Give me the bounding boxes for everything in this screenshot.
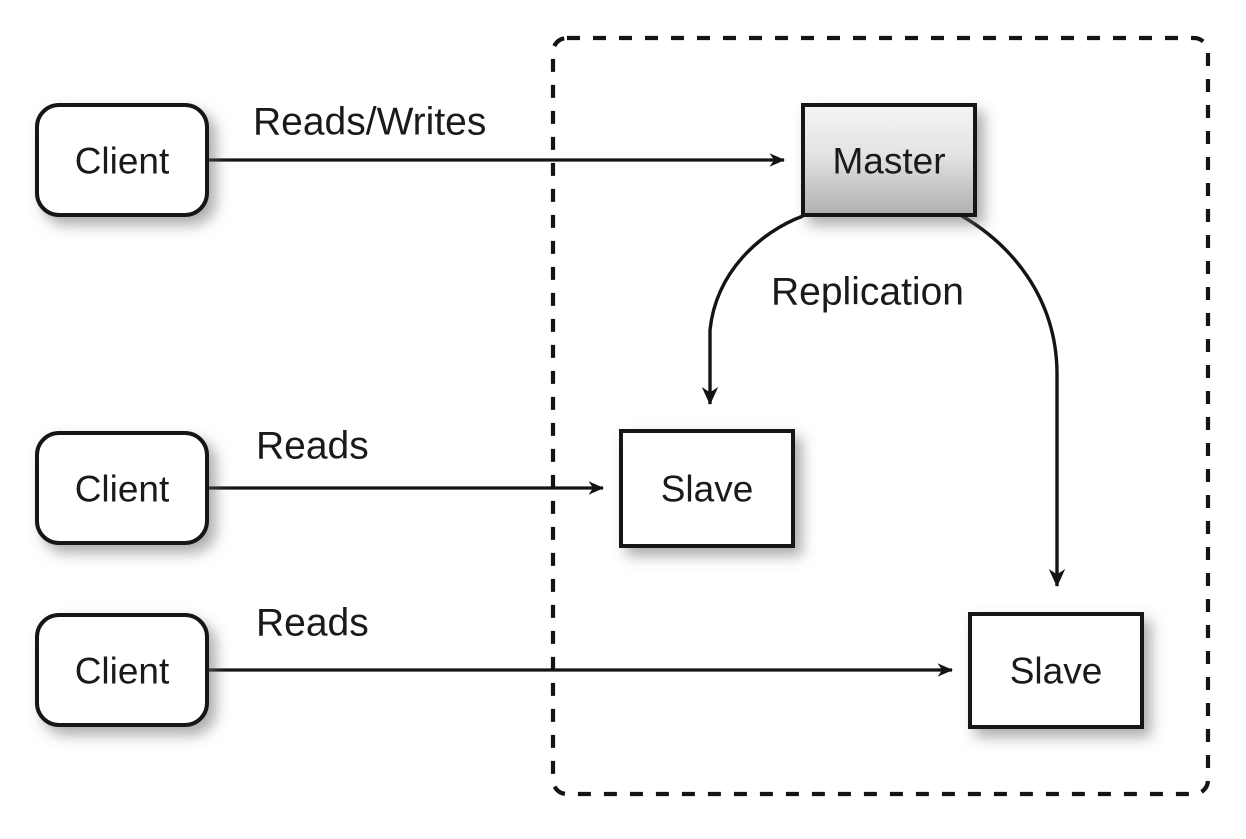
edge-label-reads-slave-2: Reads [256, 602, 369, 645]
edge-label-reads-writes: Reads/Writes [253, 101, 486, 144]
master-box[interactable] [801, 103, 977, 217]
node-slave-1[interactable]: Slave [619, 429, 795, 548]
client-2-label: Client [75, 469, 170, 510]
slave-1-box[interactable] [619, 429, 795, 548]
client-1-label: Client [75, 141, 170, 182]
client-3-label: Client [75, 651, 170, 692]
edge-label-replication: Replication [771, 271, 964, 314]
slave-2-label: Slave [1010, 651, 1103, 692]
node-client-1[interactable]: Client [35, 103, 209, 217]
node-master[interactable]: Master [801, 103, 977, 217]
master-label: Master [832, 141, 945, 182]
client-1-box[interactable] [35, 103, 209, 217]
edge-master-slave2-curve [961, 214, 1066, 587]
node-slave-2[interactable]: Slave [968, 612, 1144, 729]
client-3-box[interactable] [35, 613, 209, 727]
slave-2-box[interactable] [968, 612, 1144, 729]
node-client-2[interactable]: Client [35, 431, 209, 545]
edge-master-slave1-curve [701, 214, 804, 405]
edge-label-reads-slave-1: Reads [256, 425, 369, 468]
datastore-boundary [550, 35, 1211, 797]
node-client-3[interactable]: Client [35, 613, 209, 727]
slave-1-label: Slave [661, 469, 754, 510]
client-2-box[interactable] [35, 431, 209, 545]
